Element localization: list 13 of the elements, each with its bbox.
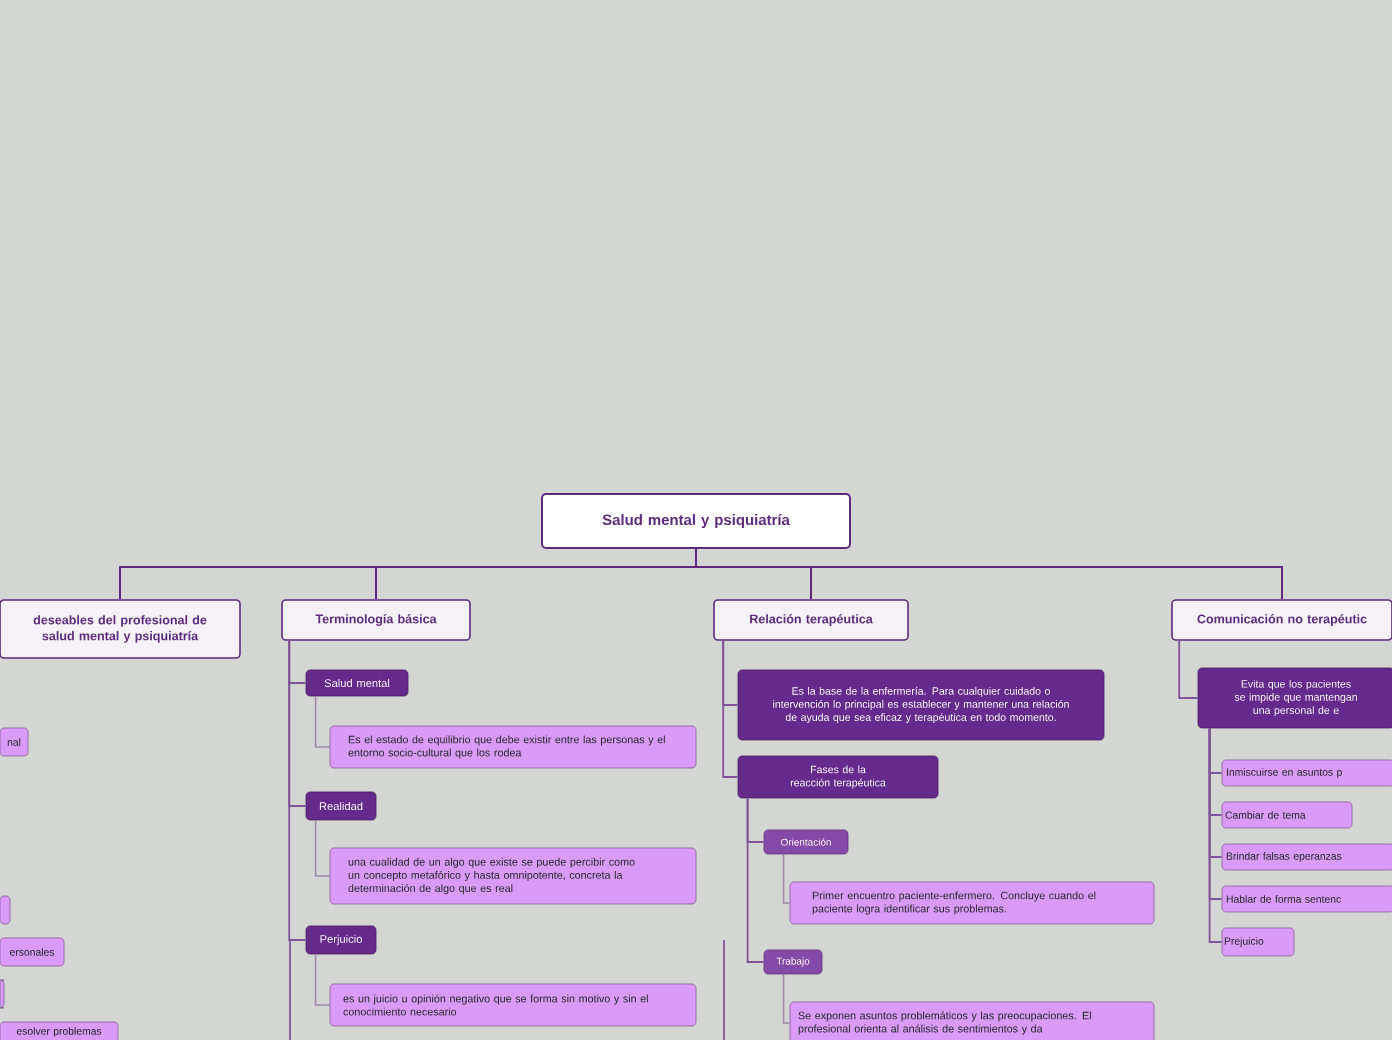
connector-line [782, 973, 791, 1024]
connector-line [722, 639, 739, 778]
item-box [0, 979, 5, 1009]
connector-line [746, 797, 765, 963]
connector-line [314, 819, 331, 877]
connector-line [314, 695, 331, 748]
connector-line [1208, 727, 1223, 943]
connector-line [782, 853, 791, 904]
connector-line [695, 548, 1283, 601]
connector-line [288, 639, 307, 941]
connector-line [314, 953, 331, 1006]
item-box [0, 895, 11, 925]
connector-line [1178, 639, 1199, 699]
